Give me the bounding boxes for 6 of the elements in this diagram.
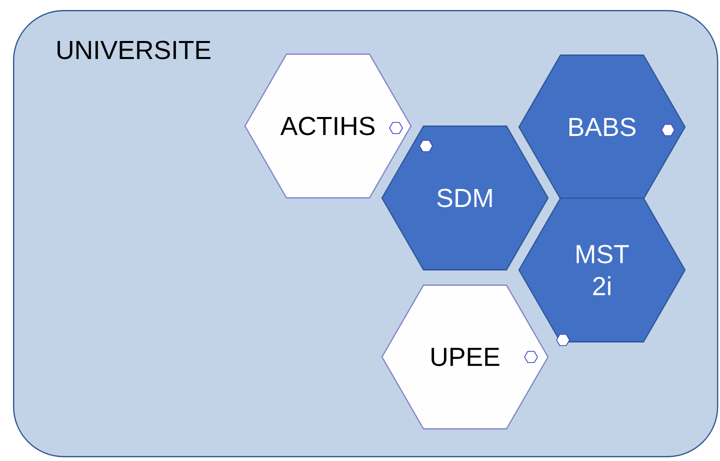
hexagon: BABS: [518, 54, 686, 200]
container-title: UNIVERSITE: [58, 40, 210, 60]
hexagon: MST 2i: [518, 198, 686, 342]
hexagon: ACTIHS: [244, 54, 412, 198]
hexagon: SDM: [381, 126, 549, 270]
hexagon: UPEE: [381, 284, 549, 430]
